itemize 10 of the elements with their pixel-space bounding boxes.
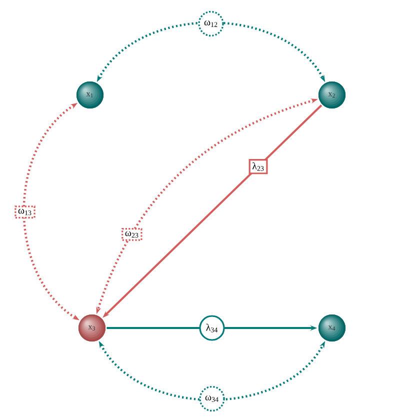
sphere-node: x$_{4}$ <box>318 314 346 342</box>
edge-label: λ$_{23}$ <box>248 158 268 174</box>
sphere-node: x$_{3}$ <box>78 314 106 342</box>
edge-label: ω$_{23}$ <box>122 228 142 241</box>
edge-label: ω$_{34}$ <box>199 386 225 412</box>
edge-label: λ$_{34}$ <box>199 315 225 341</box>
edge-label: ω$_{12}$ <box>198 10 224 37</box>
sphere-node: x$_{1}$ <box>76 82 104 108</box>
edge-label: ω$_{13}$ <box>14 206 36 218</box>
sphere-node: x$_{2}$ <box>318 82 346 108</box>
